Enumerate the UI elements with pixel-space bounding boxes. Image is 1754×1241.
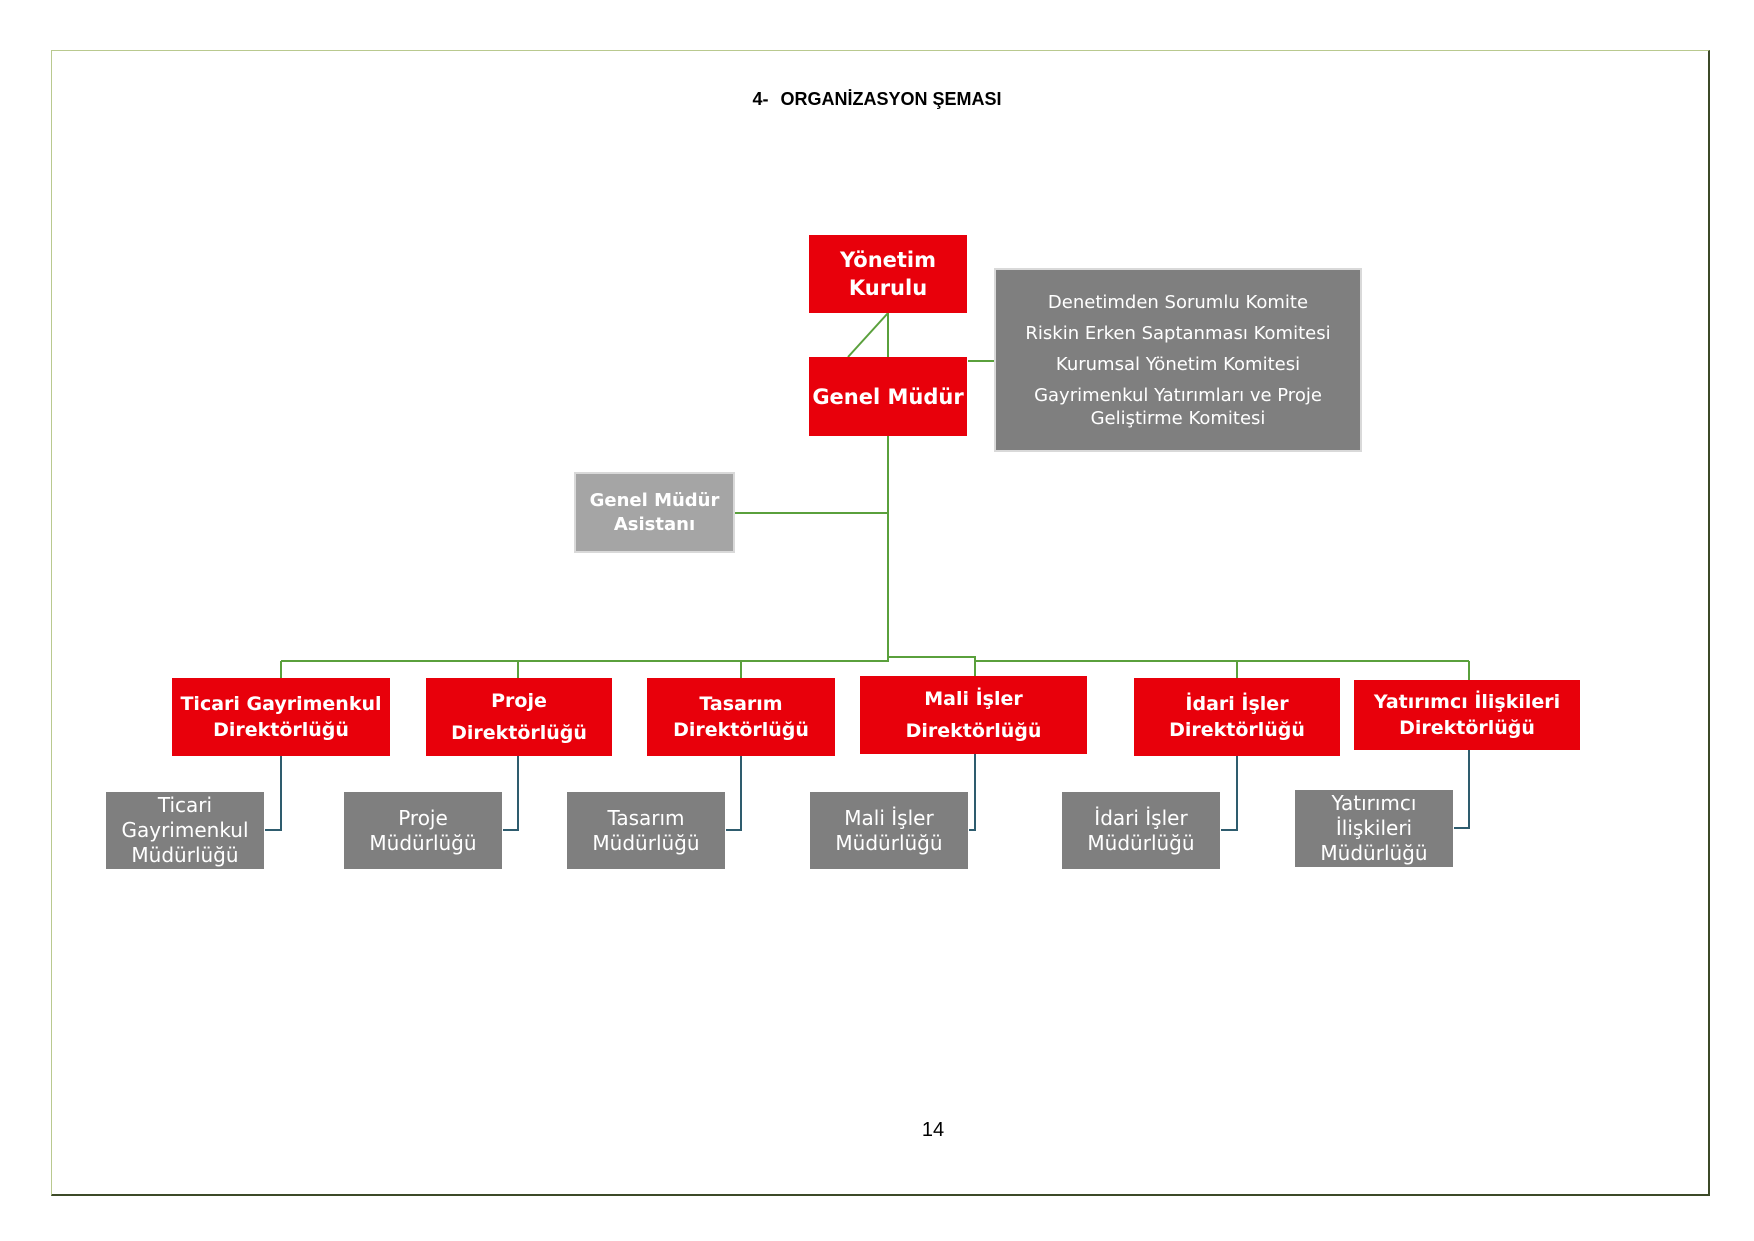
directorate-investor-relations: Yatırımcı İlişkileri Direktörlüğü [1354,680,1580,750]
title-number: 4- [752,89,769,109]
dept-connector-4 [969,754,976,831]
department-administrative: İdari İşler Müdürlüğü [1062,792,1220,869]
board-line2: Kurulu [848,276,928,300]
board-line1: Yönetim [839,248,937,272]
page-title: 4- ORGANİZASYON ŞEMASI [0,89,1754,110]
directorate-project: Proje Direktörlüğü [426,678,612,756]
assistant-line1: Genel Müdür [589,489,720,511]
department-project: Proje Müdürlüğü [344,792,502,869]
page-frame [51,50,1710,1196]
board-box: Yönetim Kurulu [809,235,967,313]
department-investor-relations: Yatırımcı İlişkileri Müdürlüğü [1295,790,1453,867]
dept-connector-1 [265,756,282,831]
page-number: 14 [921,1119,945,1141]
assistant-box: Genel Müdür Asistanı [574,472,735,553]
assistant-line2: Asistanı [613,513,696,535]
directorate-commercial-real-estate: Ticari Gayrimenkul Direktörlüğü [172,678,390,756]
dept-connector-2 [503,756,519,831]
directorate-bus [281,656,1469,662]
committee-item: Gayrimenkul Yatırımları ve Proje Gelişti… [1034,384,1322,429]
general-manager-box: Genel Müdür [809,357,967,436]
dept-connector-5 [1221,756,1238,831]
general-manager-label: Genel Müdür [812,384,964,409]
board-gm-diagonal [847,312,889,358]
title-text: ORGANİZASYON ŞEMASI [780,89,1002,109]
committee-item: Kurumsal Yönetim Komitesi [1055,353,1301,375]
directorate-administrative: İdari İşler Direktörlüğü [1134,678,1340,756]
department-finance: Mali İşler Müdürlüğü [810,792,968,869]
dept-connector-6 [1454,750,1470,829]
committee-item: Denetimden Sorumlu Komite [1047,291,1309,313]
department-design: Tasarım Müdürlüğü [567,792,725,869]
dept-connector-3 [726,756,742,831]
directorate-finance: Mali İşler Direktörlüğü [860,676,1087,754]
directorate-design: Tasarım Direktörlüğü [647,678,835,756]
committees-box: Denetimden Sorumlu Komite Riskin Erken S… [994,268,1362,452]
committee-item: Riskin Erken Saptanması Komitesi [1025,322,1331,344]
department-commercial-real-estate: Ticari Gayrimenkul Müdürlüğü [106,792,264,869]
